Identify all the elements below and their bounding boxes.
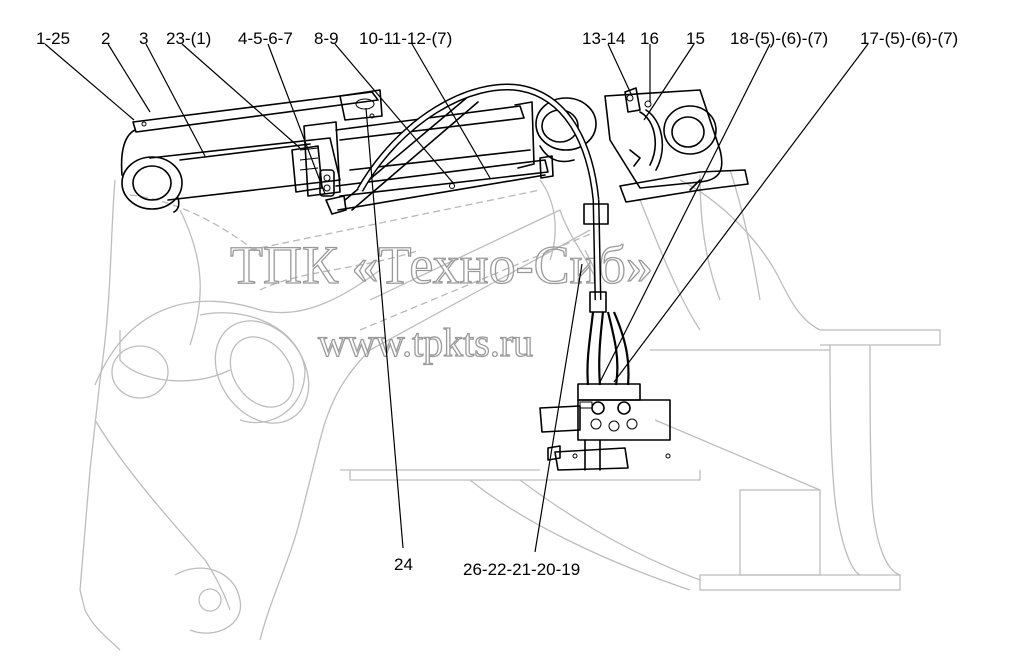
right-bracket-assembly: [604, 87, 749, 203]
callout-17-5-6-7: 17-(5)-(6)-(7): [860, 29, 958, 48]
callout-13-14: 13-14: [582, 29, 625, 48]
leader-lines: [44, 43, 869, 553]
callout-26-22-21-20-19: 26-22-21-20-19: [463, 560, 580, 579]
watermark-company: ТПК «Техно-Сиб»: [230, 235, 653, 295]
callout-1-25: 1-25: [36, 29, 70, 48]
watermark-site: www.tpkts.ru: [318, 320, 533, 365]
callout-3: 3: [139, 29, 148, 48]
callout-10-11-12-7: 10-11-12-(7): [359, 29, 452, 48]
callout-4-5-6-7: 4-5-6-7: [238, 29, 293, 48]
callout-2: 2: [101, 29, 110, 48]
callout-24: 24: [394, 555, 413, 574]
callout-16: 16: [640, 29, 659, 48]
callout-23-1: 23-(1): [166, 29, 211, 48]
callout-8-9: 8-9: [314, 29, 339, 48]
hydraulic-hoses: [356, 83, 630, 386]
callout-15: 15: [686, 29, 705, 48]
watermark: ТПК «Техно-Сиб» www.tpkts.ru: [229, 234, 653, 365]
callout-18-5-6-7: 18-(5)-(6)-(7): [730, 29, 828, 48]
valve-block: [539, 383, 671, 471]
callout-labels: 1-25 2 3 23-(1) 4-5-6-7 8-9 10-11-12-(7)…: [36, 29, 958, 579]
boom-cylinder-assembly: [120, 89, 597, 215]
